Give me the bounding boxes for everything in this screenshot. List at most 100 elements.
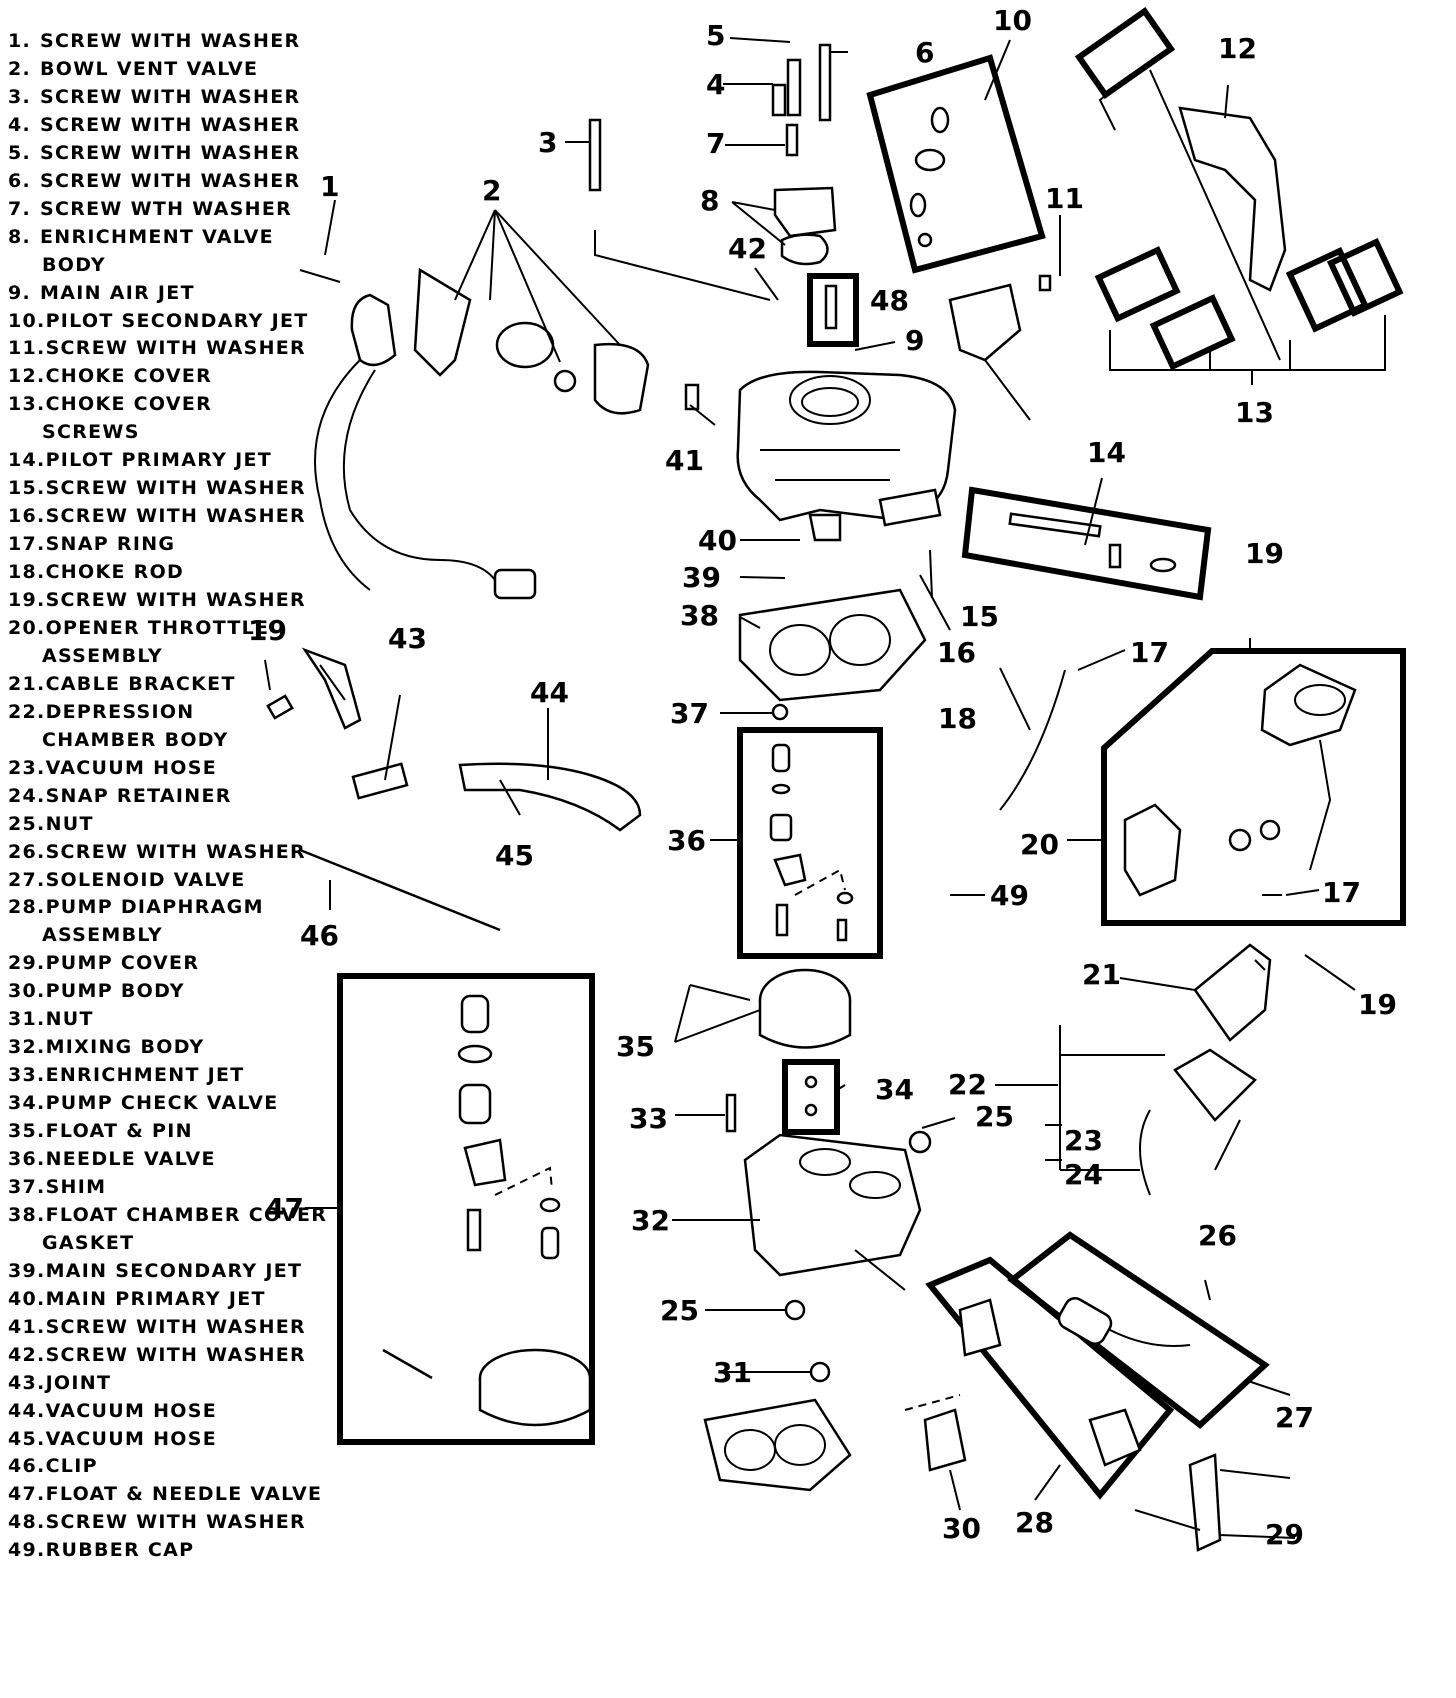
legend-text: CHAMBER BODY (42, 728, 229, 751)
leader-lines (264, 37, 1356, 1539)
legend-item: 15.SCREW WITH WASHER (8, 479, 306, 498)
legend-item: 1.SCREW WITH WASHER (8, 32, 300, 51)
legend-number: 46. (8, 1455, 46, 1478)
legend-text: ENRICHMENT VALVE (40, 225, 274, 248)
legend-text: NUT (45, 1008, 94, 1031)
legend-item: ASSEMBLY (42, 926, 163, 945)
callout-40: 40 (698, 524, 737, 557)
pump-check-valve-box (782, 1059, 840, 1135)
legend-number: 20. (8, 616, 46, 639)
callout-7: 7 (706, 127, 725, 160)
cable-bracket-assembly (1059, 943, 1272, 1196)
legend-number: 1. (8, 30, 32, 52)
legend-item: 37.SHIM (8, 1175, 107, 1198)
legend-number: 13. (8, 393, 46, 416)
legend-number: 12. (8, 365, 46, 388)
legend-item: 34.PUMP CHECK VALVE (8, 1094, 279, 1113)
legend-number: 48. (8, 1511, 46, 1534)
legend-text: MAIN SECONDARY JET (45, 1259, 303, 1282)
legend-item: 13.CHOKE COVER (8, 395, 212, 414)
legend-text: CHOKE COVER (45, 393, 213, 416)
legend-text: SNAP RETAINER (45, 784, 232, 807)
callout-34: 34 (875, 1073, 914, 1106)
callout-17b: 17 (1322, 876, 1361, 909)
legend-text: FLOAT CHAMBER COVER (45, 1203, 328, 1226)
top-screws (588, 43, 1052, 411)
legend-text: SCREW WITH WASHER (45, 1315, 306, 1338)
legend-number: 45. (8, 1427, 46, 1450)
legend-item: 43.JOINT (8, 1371, 111, 1394)
callout-19b: 19 (1245, 537, 1284, 570)
legend-item: 18.CHOKE ROD (8, 563, 184, 582)
callout-49: 49 (990, 879, 1029, 912)
legend-text: SCREW WTH WASHER (40, 197, 293, 220)
callout-12: 12 (1218, 32, 1257, 65)
screw-48-box (807, 273, 859, 347)
callout-11: 11 (1045, 182, 1084, 215)
legend-number: 19. (8, 589, 46, 611)
legend-item: SCREWS (42, 423, 140, 442)
legend-number: 14. (8, 449, 46, 472)
legend-number: 32. (8, 1036, 46, 1059)
callout-30: 30 (942, 1512, 981, 1545)
callout-labels: 1 2 3 4 5 6 7 8 9 10 11 12 13 14 15 16 1… (248, 4, 1397, 1551)
legend-text: CHOKE COVER (45, 365, 213, 388)
legend-number: 2. (8, 57, 32, 80)
legend-item: 23.VACUUM HOSE (8, 756, 217, 779)
legend-text: SCREW WITH WASHER (40, 169, 301, 192)
legend-item: 24.SNAP RETAINER (8, 784, 232, 807)
legend-number: 21. (8, 672, 46, 695)
legend-text: SCREW WITH WASHER (45, 1511, 306, 1534)
callout-14: 14 (1087, 436, 1126, 469)
callout-38: 38 (680, 599, 719, 632)
callout-37: 37 (670, 697, 709, 730)
choke-rod (999, 669, 1066, 811)
legend-text: SCREW WITH WASHER (40, 141, 301, 164)
legend-item: 21.CABLE BRACKET (8, 672, 236, 695)
legend-text: PUMP BODY (45, 980, 185, 1003)
legend-number: 23. (8, 756, 46, 779)
callout-22: 22 (948, 1068, 987, 1101)
legend-text: SCREW WITH WASHER (45, 337, 306, 360)
legend-number: 47. (8, 1483, 46, 1506)
legend-text: SCREW WITH WASHER (40, 85, 301, 108)
callout-19c: 19 (1358, 988, 1397, 1021)
callout-45: 45 (495, 839, 534, 872)
legend-item: 2. BOWL VENT VALVE (8, 57, 259, 80)
float-needle-valve-box (337, 973, 595, 1445)
legend-number: 24. (8, 784, 46, 807)
callout-28: 28 (1015, 1506, 1054, 1539)
legend-text: SCREWS (42, 421, 140, 444)
callout-1: 1 (320, 170, 339, 203)
legend-item: 6. SCREW WITH WASHER (8, 169, 301, 192)
legend-item: 35.FLOAT & PIN (8, 1122, 193, 1141)
legend-number: 6. (8, 169, 32, 192)
legend-number: 44. (8, 1399, 46, 1422)
legend-text: FLOAT & NEEDLE VALVE (45, 1483, 323, 1506)
legend-number: 15. (8, 477, 46, 500)
legend-item: 14.PILOT PRIMARY JET (8, 451, 272, 470)
legend-number: 22. (8, 700, 46, 723)
legend-item: 30.PUMP BODY (8, 982, 185, 1001)
legend-number: 36. (8, 1148, 46, 1170)
legend-item: 17.SNAP RING (8, 535, 175, 554)
legend-number: 43. (8, 1371, 46, 1394)
callout-23: 23 (1064, 1124, 1103, 1157)
callout-24: 24 (1064, 1158, 1103, 1191)
callout-15: 15 (960, 600, 999, 633)
legend-item: 28.PUMP DIAPHRAGM (8, 898, 264, 917)
nut-25-lower (784, 1299, 806, 1321)
legend-item: 11.SCREW WITH WASHER (8, 339, 306, 358)
legend-number: 25. (8, 812, 46, 835)
legend-number: 3. (8, 85, 32, 108)
legend-number: 38. (8, 1203, 46, 1226)
callout-48: 48 (870, 284, 909, 317)
legend-text: VACUUM HOSE (45, 1399, 218, 1422)
legend-number: 39. (8, 1259, 46, 1282)
legend-text: BOWL VENT VALVE (40, 57, 259, 80)
legend-text: SHIM (45, 1175, 107, 1198)
callout-4: 4 (706, 68, 725, 101)
callout-39: 39 (682, 561, 721, 594)
